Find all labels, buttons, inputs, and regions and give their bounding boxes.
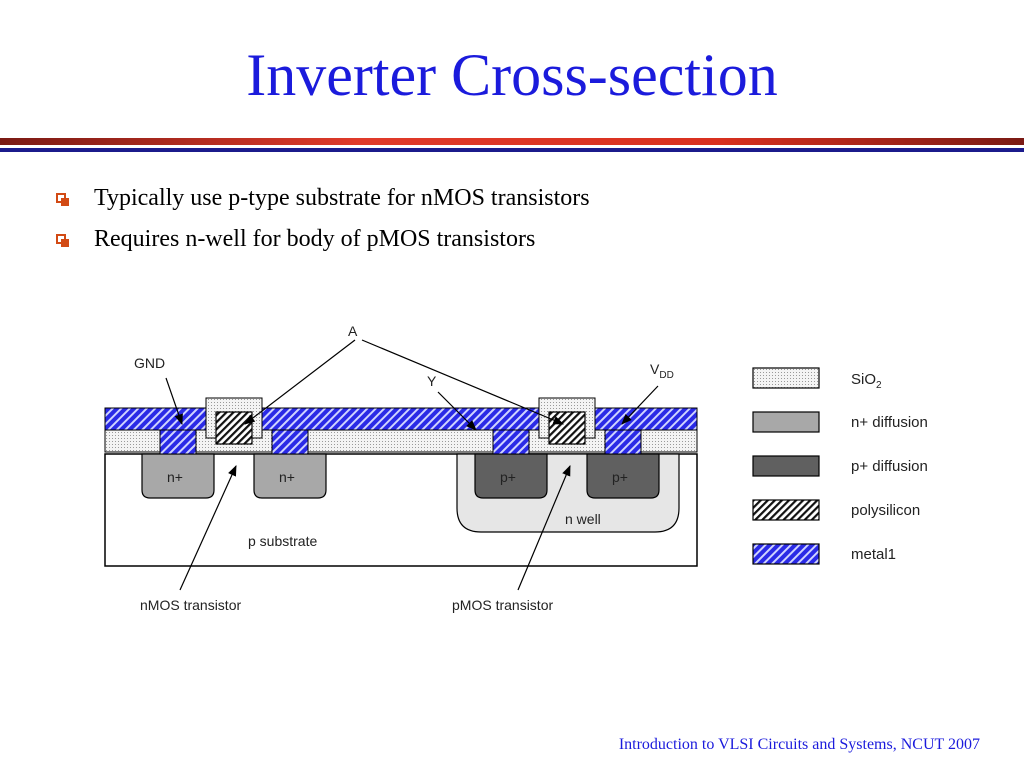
vdd-leader-line: [621, 385, 659, 425]
legend-label-sio2-main: SiO: [851, 371, 876, 388]
p-plus-diffusion-left: [474, 453, 548, 499]
bullet-text: Typically use p-type substrate for nMOS …: [94, 185, 590, 211]
sio2-swatch-icon: [752, 367, 820, 389]
bullet-text: Requires n-well for body of pMOS transis…: [94, 226, 536, 252]
p-plus-label-right: p+: [612, 469, 628, 485]
legend-label-polysilicon: polysilicon: [851, 502, 920, 519]
polysilicon-gate-pmos: [548, 411, 586, 445]
pmos-leader-line: [517, 465, 571, 591]
inverter-cross-section-diagram: GND VDD A Y n+ n+ p+ p+ n well p substra…: [104, 323, 928, 613]
p-substrate-label: p substrate: [248, 533, 317, 549]
a-leader-line-nmos: [244, 339, 356, 425]
legend-label-metal1: metal1: [851, 546, 896, 563]
bullet-item: Requires n-well for body of pMOS transis…: [54, 223, 590, 264]
nmos-leader-line: [179, 465, 237, 591]
square-bullet-icon: [56, 193, 69, 206]
metal1-swatch-icon: [752, 543, 820, 565]
n-plus-label-left: n+: [167, 469, 183, 485]
legend-label-p-diffusion: p+ diffusion: [851, 458, 928, 475]
n-plus-diffusion-right: [253, 453, 327, 499]
gnd-leader-line: [165, 377, 183, 426]
vdd-label-main: V: [650, 361, 660, 377]
slide-title: Inverter Cross-section: [246, 42, 778, 108]
p-plus-label-left: p+: [500, 469, 516, 485]
n-plus-diffusion-left: [141, 453, 215, 499]
metal1-contact-vdd: [604, 429, 642, 455]
y-leader-line: [437, 391, 477, 431]
legend-label-sio2-sub: 2: [876, 380, 882, 391]
legend: SiO2 n+ diffusion p+ diffusion polysilic…: [752, 367, 928, 565]
n-plus-label-right: n+: [279, 469, 295, 485]
title-rule-red: [0, 138, 1024, 145]
title-rule-blue: [0, 148, 1024, 152]
metal1-contact-y-p: [492, 429, 530, 455]
legend-label-n-diffusion: n+ diffusion: [851, 414, 928, 431]
vdd-label: VDD: [650, 361, 674, 381]
slide-footer: Introduction to VLSI Circuits and System…: [618, 736, 980, 753]
bullet-item: Typically use p-type substrate for nMOS …: [54, 182, 590, 223]
a-leader-line-pmos: [361, 339, 564, 425]
a-label: A: [348, 323, 358, 339]
nmos-transistor-label: nMOS transistor: [140, 597, 241, 613]
polysilicon-gate-nmos: [215, 411, 253, 445]
gnd-label: GND: [134, 355, 165, 371]
n-diffusion-swatch-icon: [752, 411, 820, 433]
n-well-label: n well: [565, 511, 601, 527]
metal1-top-layer: [104, 407, 698, 431]
p-plus-diffusion-right: [586, 453, 660, 499]
polysilicon-swatch-icon: [752, 499, 820, 521]
metal1-contact-y-n: [271, 429, 309, 455]
y-label: Y: [427, 373, 437, 389]
p-diffusion-swatch-icon: [752, 455, 820, 477]
bullet-list: Typically use p-type substrate for nMOS …: [54, 182, 590, 264]
pmos-transistor-label: pMOS transistor: [452, 597, 553, 613]
square-bullet-icon: [56, 234, 69, 247]
legend-label-sio2: SiO2: [851, 371, 882, 391]
vdd-label-sub: DD: [659, 370, 673, 381]
metal1-contact-gnd: [159, 429, 197, 455]
